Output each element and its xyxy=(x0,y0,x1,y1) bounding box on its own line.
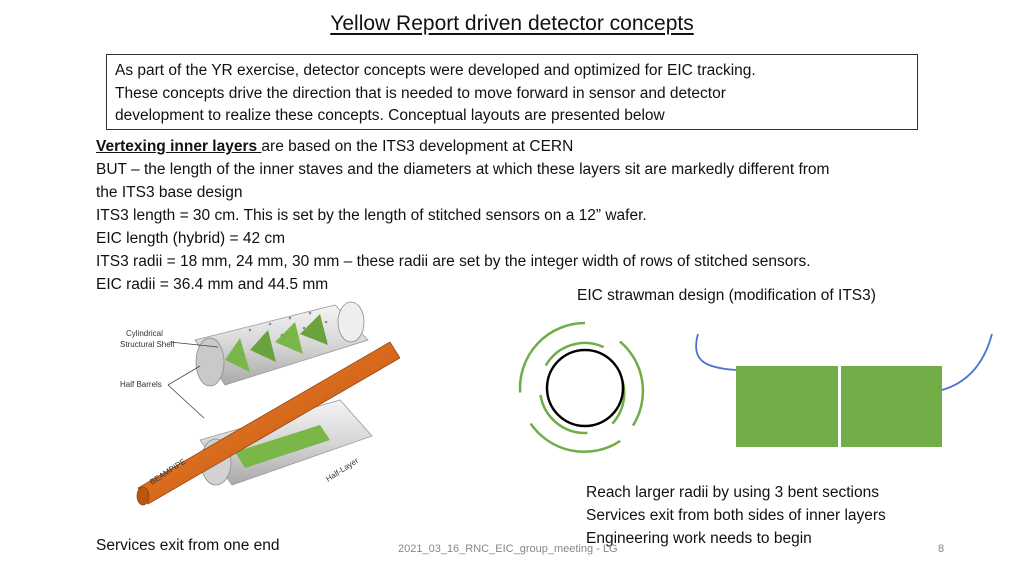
vertexing-line-1: BUT – the length of the inner staves and… xyxy=(96,161,830,178)
vertexing-line-3: ITS3 length = 30 cm. This is set by the … xyxy=(96,207,647,224)
intro-box: As part of the YR exercise, detector con… xyxy=(106,54,918,130)
beampipe xyxy=(136,341,400,506)
strawman-title: EIC strawman design (modification of ITS… xyxy=(577,287,876,304)
beampipe-circle xyxy=(545,348,625,428)
label-shell-2: Structural Shell xyxy=(120,340,174,349)
left-stave-section xyxy=(736,366,838,447)
right-stave-section xyxy=(841,366,942,447)
intro-line-1: As part of the YR exercise, detector con… xyxy=(115,62,756,79)
services-one-end: Services exit from one end xyxy=(96,537,280,554)
slide-title: Yellow Report driven detector concepts xyxy=(330,12,694,35)
vertexing-line-2: the ITS3 base design xyxy=(96,184,243,201)
upper-half-barrel xyxy=(194,301,369,387)
strawman-note-3: Engineering work needs to begin xyxy=(586,530,812,547)
strawman-side-view xyxy=(695,333,993,447)
right-services-cable xyxy=(941,333,993,391)
label-half-layer: Half-Layer xyxy=(324,456,360,484)
page-number: 8 xyxy=(938,543,945,555)
strawman-note-2: Services exit from both sides of inner l… xyxy=(586,507,886,524)
footer-text: 2021_03_16_RNC_EIC_group_meeting - LG xyxy=(398,543,618,555)
vertexing-heading: Vertexing inner layers xyxy=(96,138,262,155)
label-half-barrels: Half Barrels xyxy=(120,380,162,389)
vertexing-line-4: EIC length (hybrid) = 42 cm xyxy=(96,230,286,247)
intro-line-3: development to realize these concepts. C… xyxy=(115,107,665,124)
strawman-note-1: Reach larger radii by using 3 bent secti… xyxy=(586,484,879,501)
vertexing-line-6: EIC radii = 36.4 mm and 44.5 mm xyxy=(96,276,329,293)
its3-layout-diagram: Cylindrical Structural Shell Half Barrel… xyxy=(120,301,400,506)
left-services-cable xyxy=(695,333,737,371)
strawman-cross-section xyxy=(518,321,645,454)
vertexing-line-5: ITS3 radii = 18 mm, 24 mm, 30 mm – these… xyxy=(96,253,811,270)
vertexing-heading-rest: are based on the ITS3 development at CER… xyxy=(261,138,574,155)
intro-line-2: These concepts drive the direction that … xyxy=(115,84,726,102)
label-shell-1: Cylindrical xyxy=(126,329,163,338)
vertexing-heading-line: Vertexing inner layers are based on the … xyxy=(96,138,573,156)
